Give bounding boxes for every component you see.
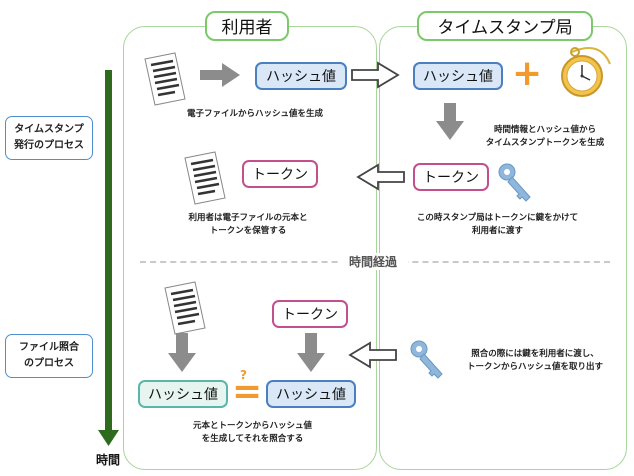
hash-box-tsa: ハッシュ値 bbox=[413, 62, 503, 90]
arrow-right-icon bbox=[200, 63, 240, 87]
tsa-panel-title: タイムスタンプ局 bbox=[417, 11, 593, 41]
hash-box-verify-right: ハッシュ値 bbox=[266, 380, 356, 408]
timeline-label: 時間 bbox=[96, 453, 121, 467]
hash-box-user: ハッシュ値 bbox=[255, 62, 347, 90]
document-icon bbox=[183, 150, 227, 206]
document-icon bbox=[143, 51, 187, 107]
token-box-user: トークン bbox=[242, 160, 318, 188]
caption-tsa-locks: この時スタンプ局はトークンに鍵をかけて 利用者に渡す bbox=[416, 213, 579, 236]
process-label-issue: タイムスタンプ 発行のプロセス bbox=[5, 116, 93, 160]
caption-generate-token: 時間情報とハッシュ値から タイムスタンプトークンを生成 bbox=[485, 125, 605, 148]
plus-icon: + bbox=[512, 53, 543, 94]
arrow-down-icon bbox=[436, 103, 464, 140]
arrow-down-icon bbox=[297, 333, 325, 372]
caption-unlock-key: 照合の際には鍵を利用者に渡し、 トークンからハッシュ値を取り出す bbox=[466, 349, 603, 372]
token-box-tsa: トークン bbox=[413, 163, 489, 191]
key-icon bbox=[498, 163, 531, 202]
equals-icon: = bbox=[232, 371, 263, 412]
hollow-arrow-left-icon bbox=[356, 163, 405, 191]
document-icon bbox=[163, 280, 207, 336]
token-box-verify: トークン bbox=[272, 300, 348, 328]
caption-compare-hash: 元本とトークンからハッシュ値 を生成してそれを照合する bbox=[192, 421, 312, 444]
hash-box-verify-left: ハッシュ値 bbox=[138, 380, 228, 408]
pocket-watch-icon bbox=[561, 47, 611, 97]
timeline-arrow-icon bbox=[98, 70, 119, 446]
hollow-arrow-right-icon bbox=[351, 61, 400, 89]
arrow-down-icon bbox=[168, 333, 196, 372]
question-icon: ? bbox=[240, 368, 247, 382]
caption-user-stores: 利用者は電子ファイルの元本と トークンを保管する bbox=[188, 213, 308, 236]
process-label-verify: ファイル照合 のプロセス bbox=[5, 334, 93, 378]
key-icon bbox=[410, 340, 443, 379]
user-panel-title: 利用者 bbox=[205, 11, 289, 41]
time-divider-label: 時間経過 bbox=[338, 253, 408, 270]
caption-generate-hash: 電子ファイルからハッシュ値を生成 bbox=[186, 109, 323, 119]
hollow-arrow-left-icon bbox=[348, 341, 397, 369]
